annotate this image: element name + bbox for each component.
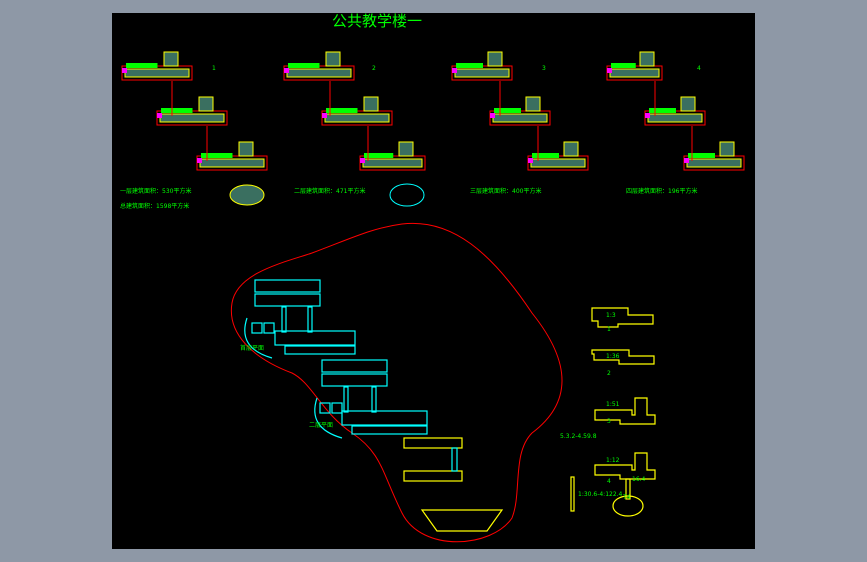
plan-d-1-column xyxy=(645,113,650,118)
plan-d-0-column xyxy=(607,68,612,73)
plan-d-0-furniture xyxy=(611,63,636,68)
plan-d-1-furniture xyxy=(649,108,676,113)
plan-c-2-stair xyxy=(563,141,579,157)
plan-a-2-stair xyxy=(238,141,254,157)
side-note-1: 5.3.2-4.59.8 xyxy=(560,433,597,440)
plan-label-4: 4 xyxy=(697,65,701,72)
plan-a-0-furniture xyxy=(126,63,158,68)
plan-c-0-rooms xyxy=(454,68,510,78)
plan-label-3: 3 xyxy=(542,65,546,72)
section-number-1: 1 xyxy=(607,326,611,333)
area-note-2: 二层建筑面积：471平方米 xyxy=(294,187,365,195)
plan-d-2-stair xyxy=(719,141,735,157)
plan-c-2-furniture xyxy=(532,153,559,158)
plan-a-2-rooms xyxy=(199,158,265,168)
plan-b-1-furniture xyxy=(326,108,358,113)
area-note-4: 四层建筑面积：196平方米 xyxy=(626,187,697,195)
section-label-1: 1:3 xyxy=(606,312,616,319)
plan-b-0-furniture xyxy=(288,63,320,68)
plan-c-1-furniture xyxy=(494,108,521,113)
plan-a-1-furniture xyxy=(161,108,193,113)
plan-b-2-stair xyxy=(398,141,414,157)
plan-b-0-rooms xyxy=(286,68,352,78)
section-label-4: 1:12 xyxy=(606,457,620,464)
plan-b-1-column xyxy=(322,113,327,118)
plan-c-2-column xyxy=(528,158,533,163)
plan-a-0-column xyxy=(122,68,127,73)
plan-c-1-stair xyxy=(525,96,541,112)
plan-d-2-rooms xyxy=(686,158,742,168)
section-label-3: 1:51 xyxy=(606,401,620,408)
plan-d-1-stair xyxy=(680,96,696,112)
round-hall-1 xyxy=(229,184,265,206)
total-area-note: 总建筑面积：1598平方米 xyxy=(120,202,189,210)
section-label-2: 1:36 xyxy=(606,353,620,360)
side-note-2: 1:30.6-4:122.4 xyxy=(578,491,623,498)
site-label-1: 首层平面 xyxy=(240,344,264,352)
site-building-1 xyxy=(244,279,356,359)
area-note-1: 一层建筑面积：530平方米 xyxy=(120,187,191,195)
round-hall-2 xyxy=(389,183,425,207)
cad-drawing-canvas[interactable]: 公共教学楼一 一层建筑面积：530平方米 总建筑面积：1598平方米 二层建筑面… xyxy=(112,13,755,549)
drawing-svg: 公共教学楼一 一层建筑面积：530平方米 总建筑面积：1598平方米 二层建筑面… xyxy=(120,13,745,543)
plan-a-1-column xyxy=(157,113,162,118)
section-number-2: 2 xyxy=(607,370,611,377)
plan-c-2-rooms xyxy=(530,158,586,168)
plan-b-1-stair xyxy=(363,96,379,112)
plan-b-2-furniture xyxy=(364,153,394,158)
plan-a-0-rooms xyxy=(124,68,190,78)
plan-d-0-stair xyxy=(639,51,655,67)
plan-d-0-rooms xyxy=(609,68,660,78)
plan-label-1: 1 xyxy=(212,65,216,72)
plan-d-2-column xyxy=(684,158,689,163)
plan-a-2-furniture xyxy=(201,153,233,158)
section-number-4: 4 xyxy=(607,478,611,485)
plan-c-0-stair xyxy=(487,51,503,67)
section-number-3: 3 xyxy=(607,418,611,425)
side-note-3: 16.4 xyxy=(632,476,646,483)
plan-b-0-stair xyxy=(325,51,341,67)
plan-d-1-rooms xyxy=(647,113,703,123)
plan-d-2-furniture xyxy=(688,153,715,158)
plan-b-0-column xyxy=(284,68,289,73)
plan-a-1-rooms xyxy=(159,113,225,123)
floor-plan-groups xyxy=(121,51,745,207)
site-boundary xyxy=(230,222,563,543)
side-note-4: T4 xyxy=(622,494,631,501)
site-building-3 xyxy=(403,437,504,532)
plan-a-1-stair xyxy=(198,96,214,112)
site-label-2: 二层平面 xyxy=(309,422,333,429)
plan-b-2-rooms xyxy=(362,158,423,168)
plan-c-0-furniture xyxy=(456,63,483,68)
plan-a-2-column xyxy=(197,158,202,163)
section-drawings xyxy=(570,307,656,517)
plan-a-0-stair xyxy=(163,51,179,67)
site-building-2 xyxy=(314,359,428,439)
plan-b-1-rooms xyxy=(324,113,390,123)
plan-label-2: 2 xyxy=(372,65,376,72)
plan-c-1-rooms xyxy=(492,113,548,123)
drawing-title: 公共教学楼一 xyxy=(332,13,422,30)
area-note-3: 三层建筑面积：400平方米 xyxy=(470,187,541,195)
plan-b-2-column xyxy=(360,158,365,163)
plan-c-0-column xyxy=(452,68,457,73)
plan-c-1-column xyxy=(490,113,495,118)
